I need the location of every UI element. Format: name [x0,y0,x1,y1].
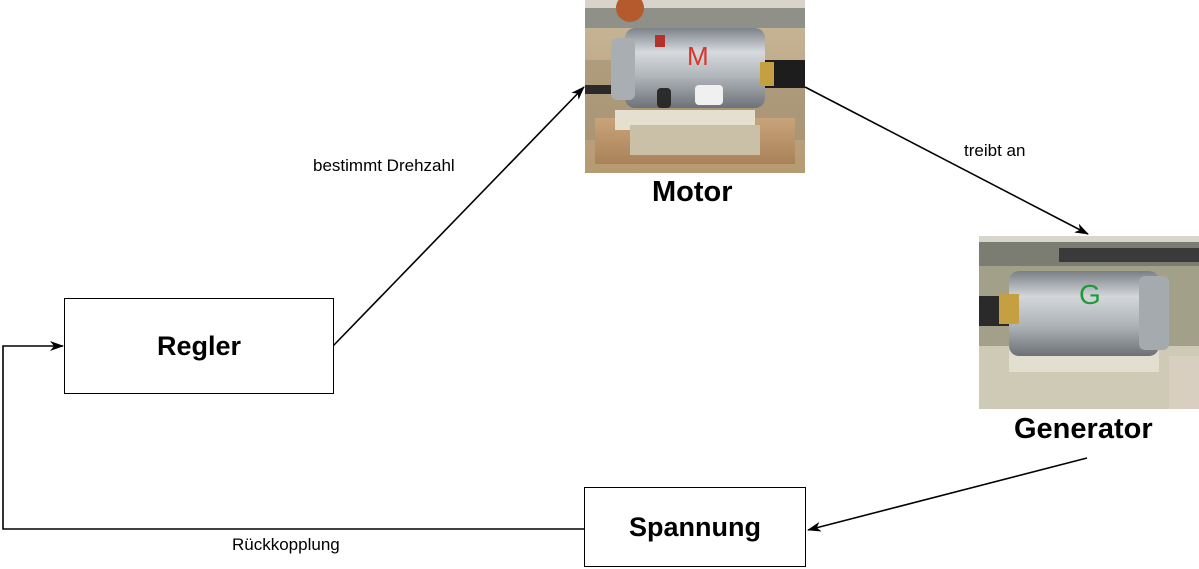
motor-photo: M [585,0,805,173]
regler-label: Regler [156,330,242,361]
generator-mark: G [1079,279,1101,310]
label-treibt-an: treibt an [964,141,1026,160]
spannung-label: Spannung [629,511,761,542]
generator-photo: G [979,236,1199,409]
generator-caption: Generator [1014,413,1153,445]
feedback-arrow [2,341,585,530]
spannung-box: Spannung [584,487,806,567]
label-rueckkopplung: Rückkopplung [232,535,340,554]
arrow-motor-to-generator [804,86,1089,235]
regler-box: Regler [64,298,334,394]
arrow-generator-to-spannung [807,457,1088,532]
arrow-regler-to-motor [332,86,585,347]
motor-mark: M [687,41,709,71]
motor-caption: Motor [652,176,733,208]
label-bestimmt-drehzahl: bestimmt Drehzahl [313,156,455,175]
